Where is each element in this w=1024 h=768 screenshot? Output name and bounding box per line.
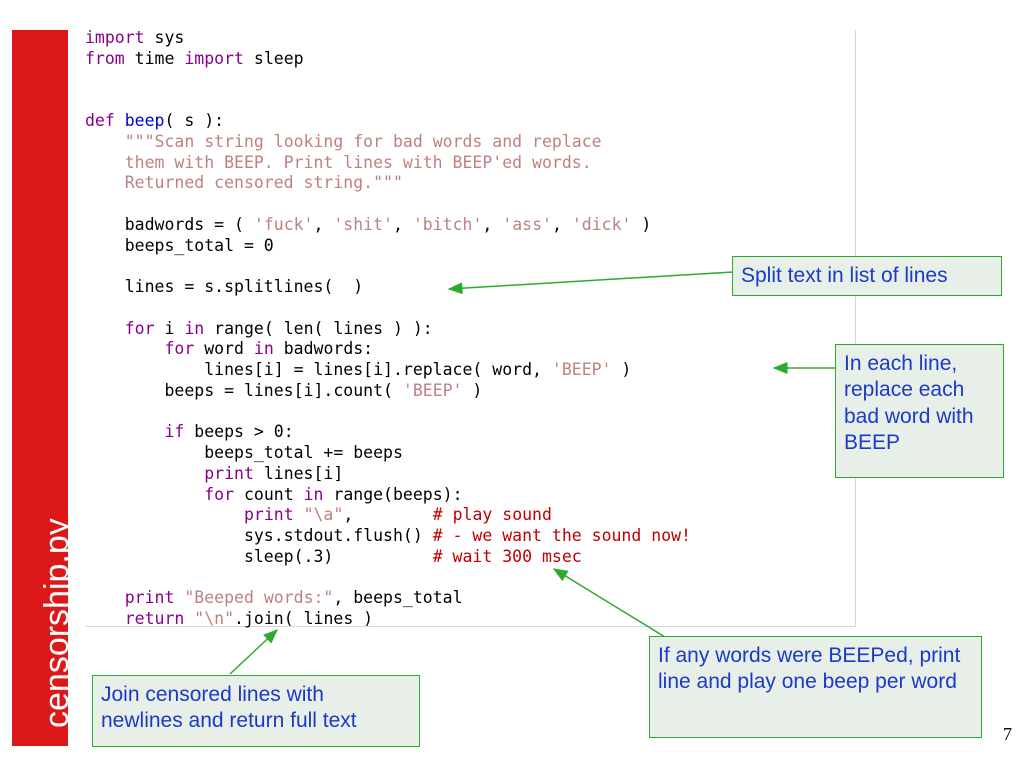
code-token: in	[303, 484, 324, 504]
code-token: )	[631, 214, 652, 234]
code-token: beep	[124, 111, 165, 130]
code-line: beeps = lines[i].count( 'BEEP' )	[85, 380, 483, 400]
code-token: # play sound	[432, 505, 552, 525]
code-token: them with BEEP. Print lines with BEEP'ed…	[85, 152, 592, 172]
code-token: # - we want the sound now!	[432, 526, 691, 545]
page-number: 7	[1003, 724, 1012, 744]
code-token: badwords:	[273, 339, 374, 359]
code-token: Returned censored string."""	[85, 173, 403, 193]
code-token: sys	[144, 28, 185, 47]
code-token: from	[85, 48, 125, 68]
arrow-join	[229, 628, 279, 675]
code-token: count	[234, 484, 304, 504]
code-line: print "\a", # play sound	[85, 507, 552, 524]
code-token: ( s ):	[164, 111, 225, 130]
code-token: )	[611, 360, 632, 379]
code-line: print lines[i]	[85, 463, 344, 483]
code-line: lines[i] = lines[i].replace( word, 'BEEP…	[85, 360, 632, 379]
code-line: return "\n".join( lines )	[85, 609, 374, 628]
code-token: i	[154, 318, 185, 338]
code-line: for count in range(beeps):	[85, 484, 463, 504]
code-token: lines = s.splitlines( )	[85, 277, 364, 296]
code-token: .join( lines )	[234, 609, 374, 628]
code-token: """Scan string looking for bad words and…	[124, 131, 602, 151]
code-token: ,	[482, 214, 503, 234]
code-token: return	[124, 609, 185, 628]
code-line: """Scan string looking for bad words and…	[85, 131, 602, 151]
code-token: range( len( lines ) ):	[204, 318, 433, 338]
code-line: def beep( s ):	[85, 111, 225, 130]
code-token: ,	[551, 214, 572, 234]
code-token: print	[124, 588, 175, 608]
code-token: 'bitch'	[412, 214, 483, 234]
code-token: 'ass'	[502, 214, 552, 234]
code-token: "\a"	[303, 505, 344, 525]
code-token: 'BEEP'	[402, 380, 463, 400]
code-token: "\n"	[194, 609, 235, 628]
code-line: for i in range( len( lines ) ):	[85, 318, 433, 338]
code-token: )	[462, 380, 483, 400]
side-title-bar	[12, 30, 68, 746]
code-token: ,	[392, 214, 413, 234]
code-token: ,	[313, 214, 334, 234]
code-token: time	[124, 48, 185, 68]
code-line: beeps_total += beeps	[85, 443, 403, 462]
code-token: print	[204, 463, 254, 483]
code-line: badwords = ( 'fuck', 'shit', 'bitch', 'a…	[85, 214, 652, 234]
code-token: 'BEEP'	[551, 360, 612, 379]
callout-replace: In each line, replace each bad word with…	[835, 344, 1004, 478]
code-token: sleep(.3)	[85, 546, 433, 566]
code-token: import	[184, 48, 244, 68]
code-line: sleep(.3) # wait 300 msec	[85, 546, 582, 566]
code-line: if beeps > 0:	[85, 422, 294, 442]
callout-join: Join censored lines with newlines and re…	[92, 675, 420, 747]
code-line: lines = s.splitlines( )	[85, 277, 364, 296]
callout-beep: If any words were BEEPed, print line and…	[649, 636, 982, 738]
code-line: for word in badwords:	[85, 341, 373, 358]
code-line: Returned censored string."""	[85, 175, 403, 192]
code-token: ,	[343, 505, 433, 525]
code-token: sys.stdout.flush()	[85, 526, 433, 545]
code-token: beeps > 0:	[184, 422, 294, 442]
code-token: for	[164, 339, 195, 359]
code-token: beeps_total += beeps	[85, 443, 403, 462]
arrow-split	[447, 271, 734, 295]
code-line: from time import sleep	[85, 48, 304, 68]
arrow-beep	[552, 568, 666, 638]
code-token: print	[243, 505, 294, 525]
code-line: them with BEEP. Print lines with BEEP'ed…	[85, 152, 592, 172]
code-token: # wait 300 msec	[432, 546, 582, 566]
code-token: beeps_total = 0	[85, 235, 274, 255]
code-token: def	[85, 111, 115, 130]
callout-split: Split text in list of lines	[732, 256, 1002, 296]
code-token: 'shit'	[333, 214, 393, 234]
code-token: 'dick'	[571, 214, 632, 234]
code-line: sys.stdout.flush() # - we want the sound…	[85, 526, 691, 545]
code-token: in	[184, 318, 205, 338]
code-token: 'fuck'	[253, 214, 314, 234]
code-token: word	[194, 339, 254, 359]
code-token: range(beeps):	[323, 484, 463, 504]
code-token: badwords = (	[85, 214, 254, 234]
code-token: lines[i]	[253, 463, 344, 483]
code-token: import	[85, 28, 145, 47]
code-token: , beeps_total	[333, 588, 463, 608]
code-token: for	[204, 484, 235, 504]
code-token: if	[164, 422, 185, 442]
code-token: for	[124, 318, 155, 338]
code-line: import sys	[85, 28, 185, 47]
code-token: "Beeped words:"	[184, 588, 334, 608]
code-line: print "Beeped words:", beeps_total	[85, 590, 463, 607]
code-line: beeps_total = 0	[85, 235, 274, 255]
code-token: in	[253, 339, 274, 359]
code-token: sleep	[243, 48, 304, 68]
code-token: beeps = lines[i].count(	[85, 380, 403, 400]
code-token: lines[i] = lines[i].replace( word,	[85, 360, 552, 379]
